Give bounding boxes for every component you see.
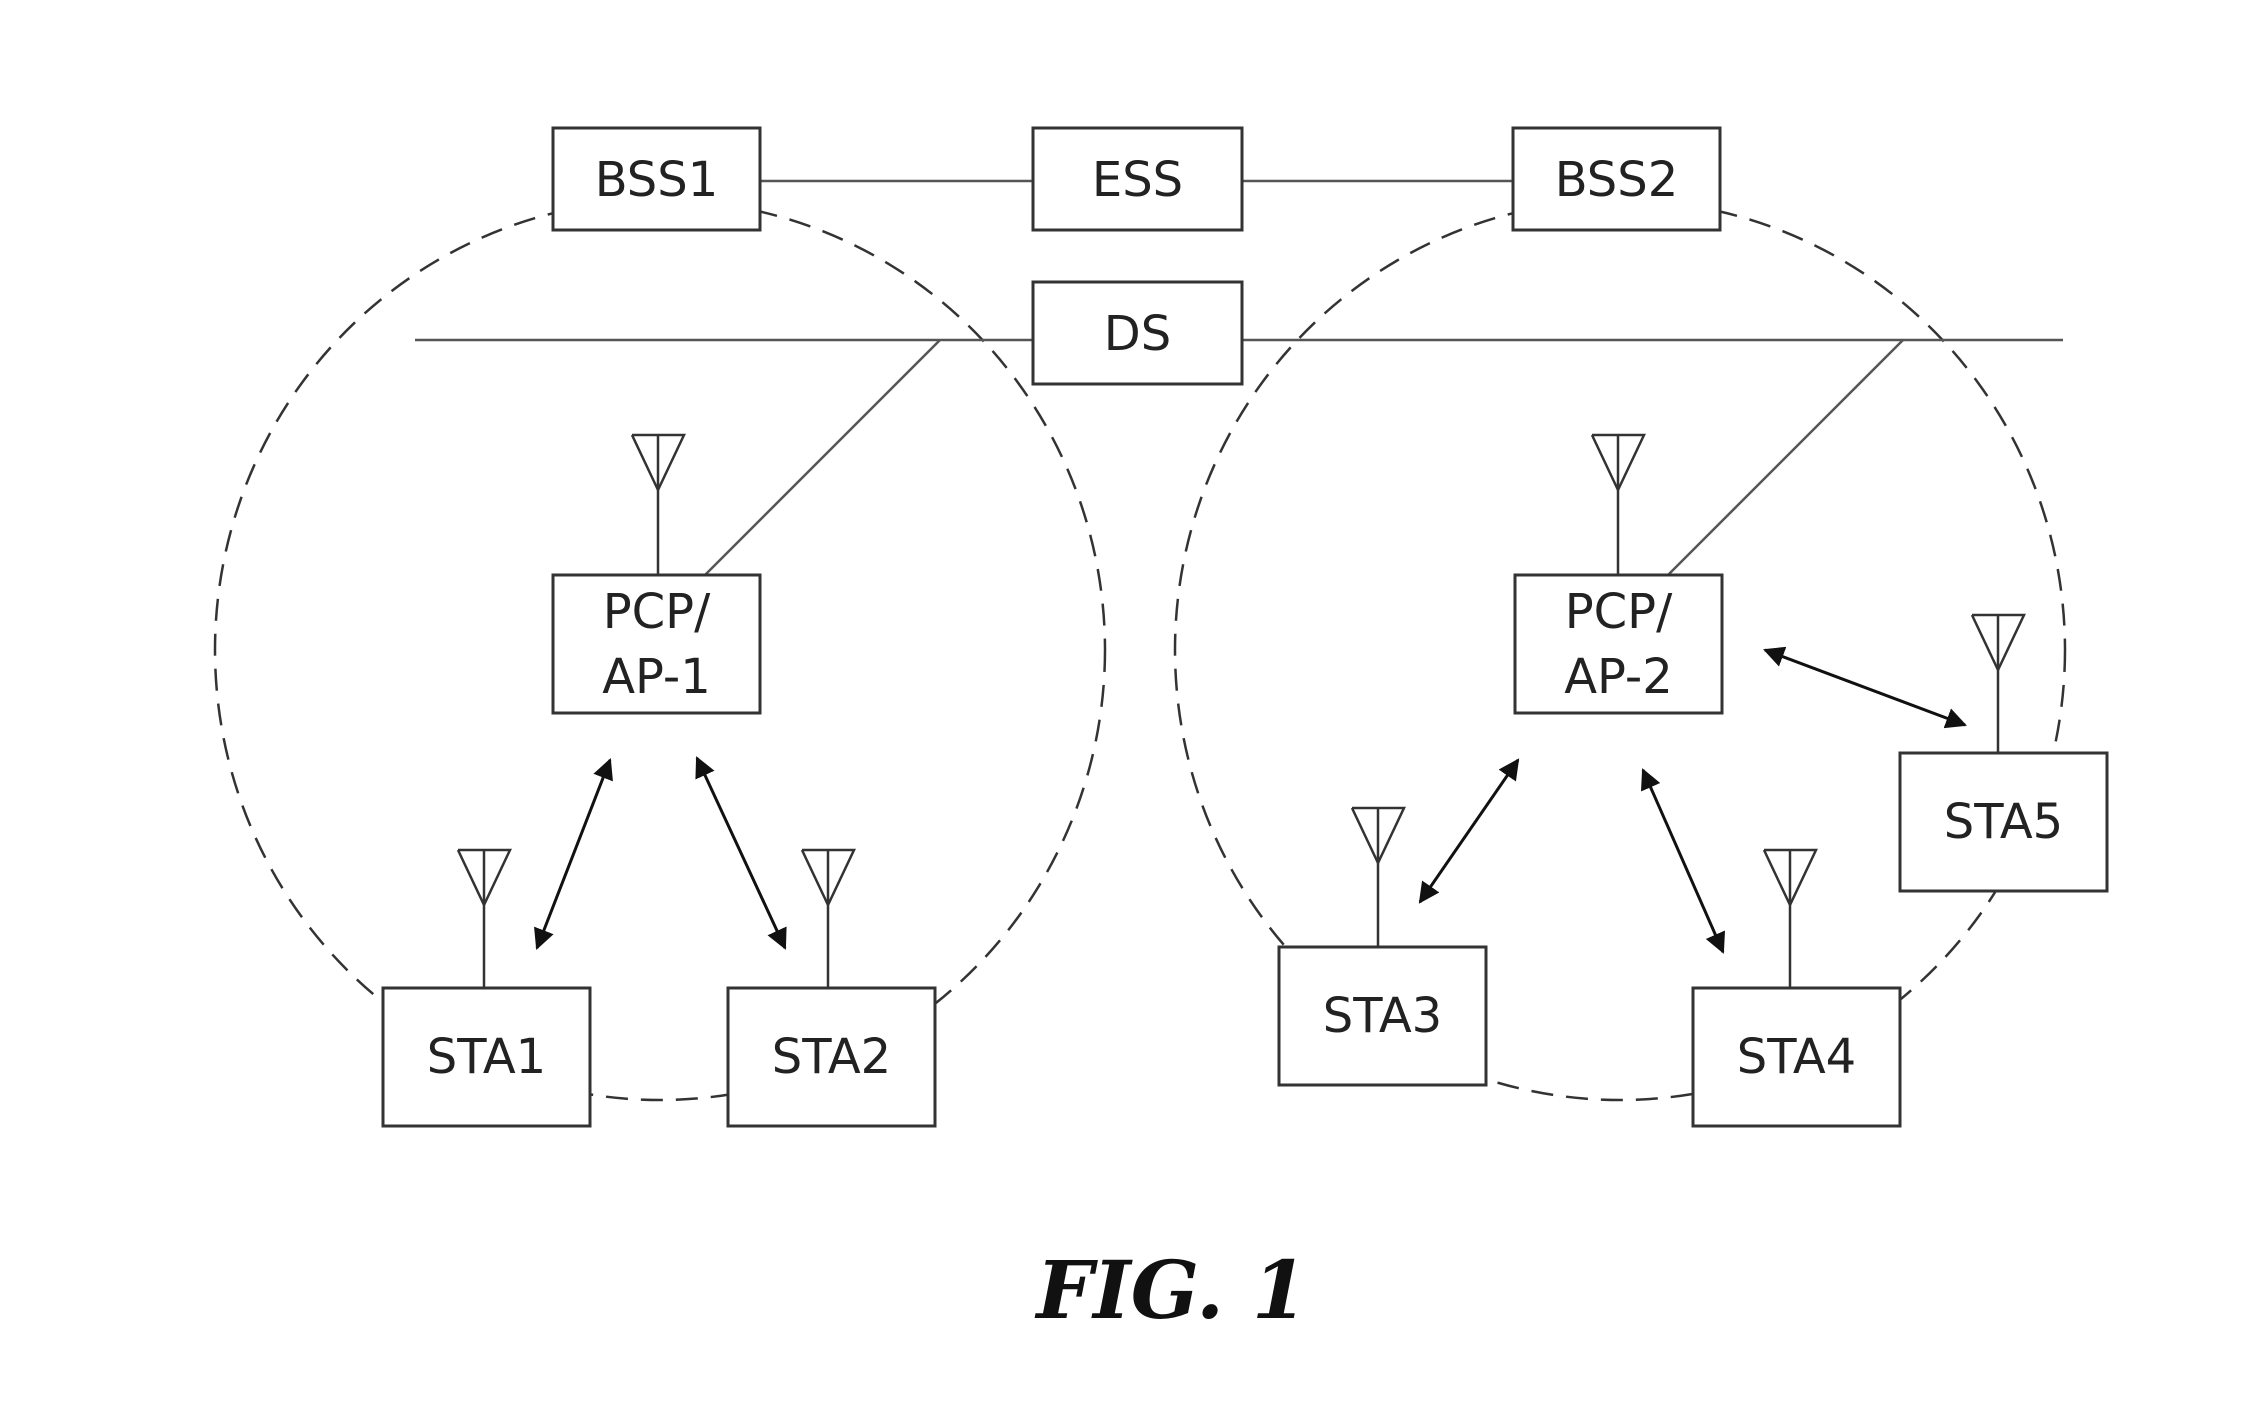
sta4-node: STA4 [1693,988,1900,1126]
sta3-ap2-wireless-link [1420,760,1518,902]
ds-node: DS [1033,282,1242,384]
ap1-node: PCP/ AP-1 [553,575,760,713]
ap1-antenna-icon [632,435,684,575]
sta3-label: STA3 [1323,988,1442,1044]
sta1-node: STA1 [383,988,590,1126]
sta4-label: STA4 [1737,1029,1856,1085]
ap1-label-line2: AP-1 [602,649,711,705]
bss2-node: BSS2 [1513,128,1720,230]
sta5-label: STA5 [1944,794,2063,850]
ap2-node: PCP/ AP-2 [1515,575,1722,713]
ds-label: DS [1104,306,1171,362]
bss1-node: BSS1 [553,128,760,230]
sta2-ap1-wireless-link [697,758,785,948]
ap1-ds-link [705,340,940,575]
sta1-label: STA1 [427,1029,546,1085]
ap2-label-line2: AP-2 [1564,649,1673,705]
sta5-node: STA5 [1900,753,2107,891]
ap2-label-line1: PCP/ [1565,584,1673,640]
sta2-label: STA2 [772,1029,891,1085]
ess-node: ESS [1033,128,1242,230]
sta5-antenna-icon [1972,615,2024,753]
sta2-antenna-icon [802,850,854,988]
sta5-ap2-wireless-link [1765,650,1965,725]
sta2-node: STA2 [728,988,935,1126]
figure-caption: FIG. 1 [1034,1243,1307,1337]
sta3-node: STA3 [1279,947,1486,1085]
bss2-label: BSS2 [1555,152,1679,208]
sta1-antenna-icon [458,850,510,988]
sta1-ap1-wireless-link [537,760,610,948]
ap2-antenna-icon [1592,435,1644,575]
ap1-label-line1: PCP/ [603,584,711,640]
sta4-ap2-wireless-link [1643,770,1723,952]
bss1-label: BSS1 [595,152,719,208]
ess-label: ESS [1092,152,1183,208]
sta3-antenna-icon [1352,808,1404,947]
ap2-ds-link [1668,340,1903,575]
sta4-antenna-icon [1764,850,1816,988]
